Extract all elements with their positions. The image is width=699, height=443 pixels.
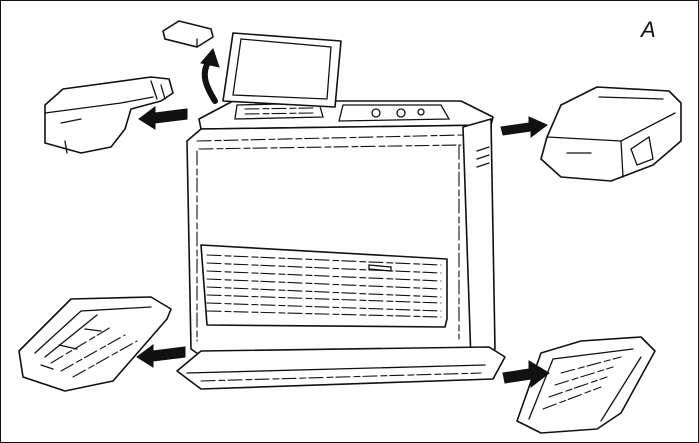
left-top-cover xyxy=(44,76,174,154)
arrow-left-top xyxy=(138,106,188,130)
right-bottom-tray xyxy=(516,336,656,434)
left-bottom-tray xyxy=(18,296,172,392)
right-top-cover xyxy=(540,86,682,182)
heater-body xyxy=(176,100,506,390)
curved-arrow-up xyxy=(200,48,220,104)
figure-label: A xyxy=(641,17,656,42)
tank-lid xyxy=(222,32,342,108)
arrow-right-bottom xyxy=(502,360,550,389)
arrow-right-top xyxy=(500,116,548,138)
filter-cartridge xyxy=(162,20,214,48)
arrow-left-bottom xyxy=(136,344,186,368)
